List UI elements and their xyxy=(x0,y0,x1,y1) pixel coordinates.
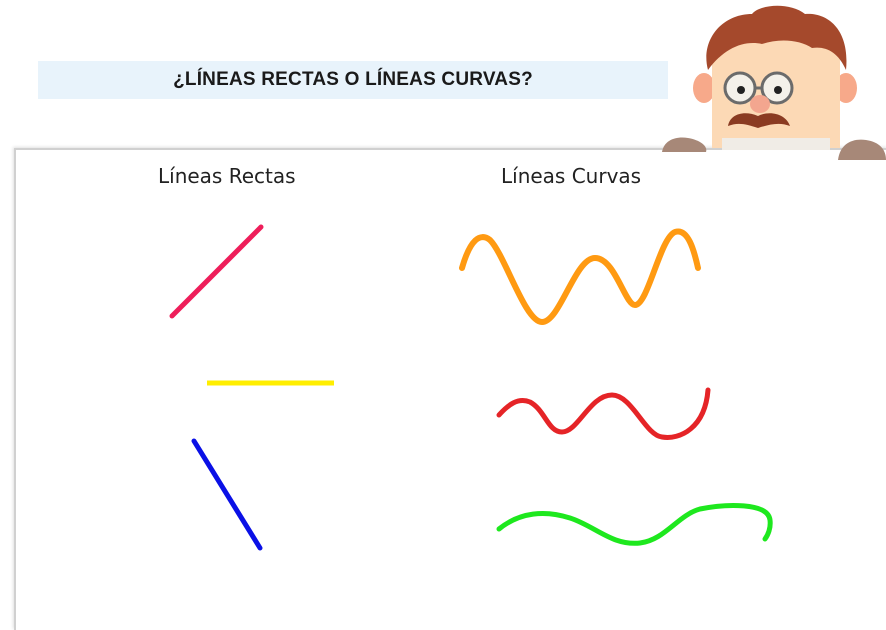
pink-straight-line xyxy=(169,224,264,319)
title-banner: ¿LÍNEAS RECTAS O LÍNEAS CURVAS? xyxy=(38,61,668,99)
straight-lines-heading: Líneas Rectas xyxy=(158,164,296,188)
hair xyxy=(706,5,847,70)
orange-curved-line xyxy=(459,228,701,326)
content-card xyxy=(14,148,886,630)
green-curved-line xyxy=(496,503,773,546)
curved-lines-heading: Líneas Curvas xyxy=(501,164,642,188)
left-hand xyxy=(662,137,707,152)
right-hand xyxy=(838,139,886,160)
left-ear xyxy=(693,73,715,103)
blue-straight-line xyxy=(191,438,263,551)
teacher-mascot-icon xyxy=(662,5,886,160)
mustache xyxy=(728,113,790,128)
red-curved-line xyxy=(496,387,711,440)
page-title: ¿LÍNEAS RECTAS O LÍNEAS CURVAS? xyxy=(173,69,533,90)
left-pupil xyxy=(737,86,745,94)
right-pupil xyxy=(774,86,782,94)
nose xyxy=(750,95,770,113)
collar xyxy=(722,138,830,150)
right-ear xyxy=(835,73,857,103)
